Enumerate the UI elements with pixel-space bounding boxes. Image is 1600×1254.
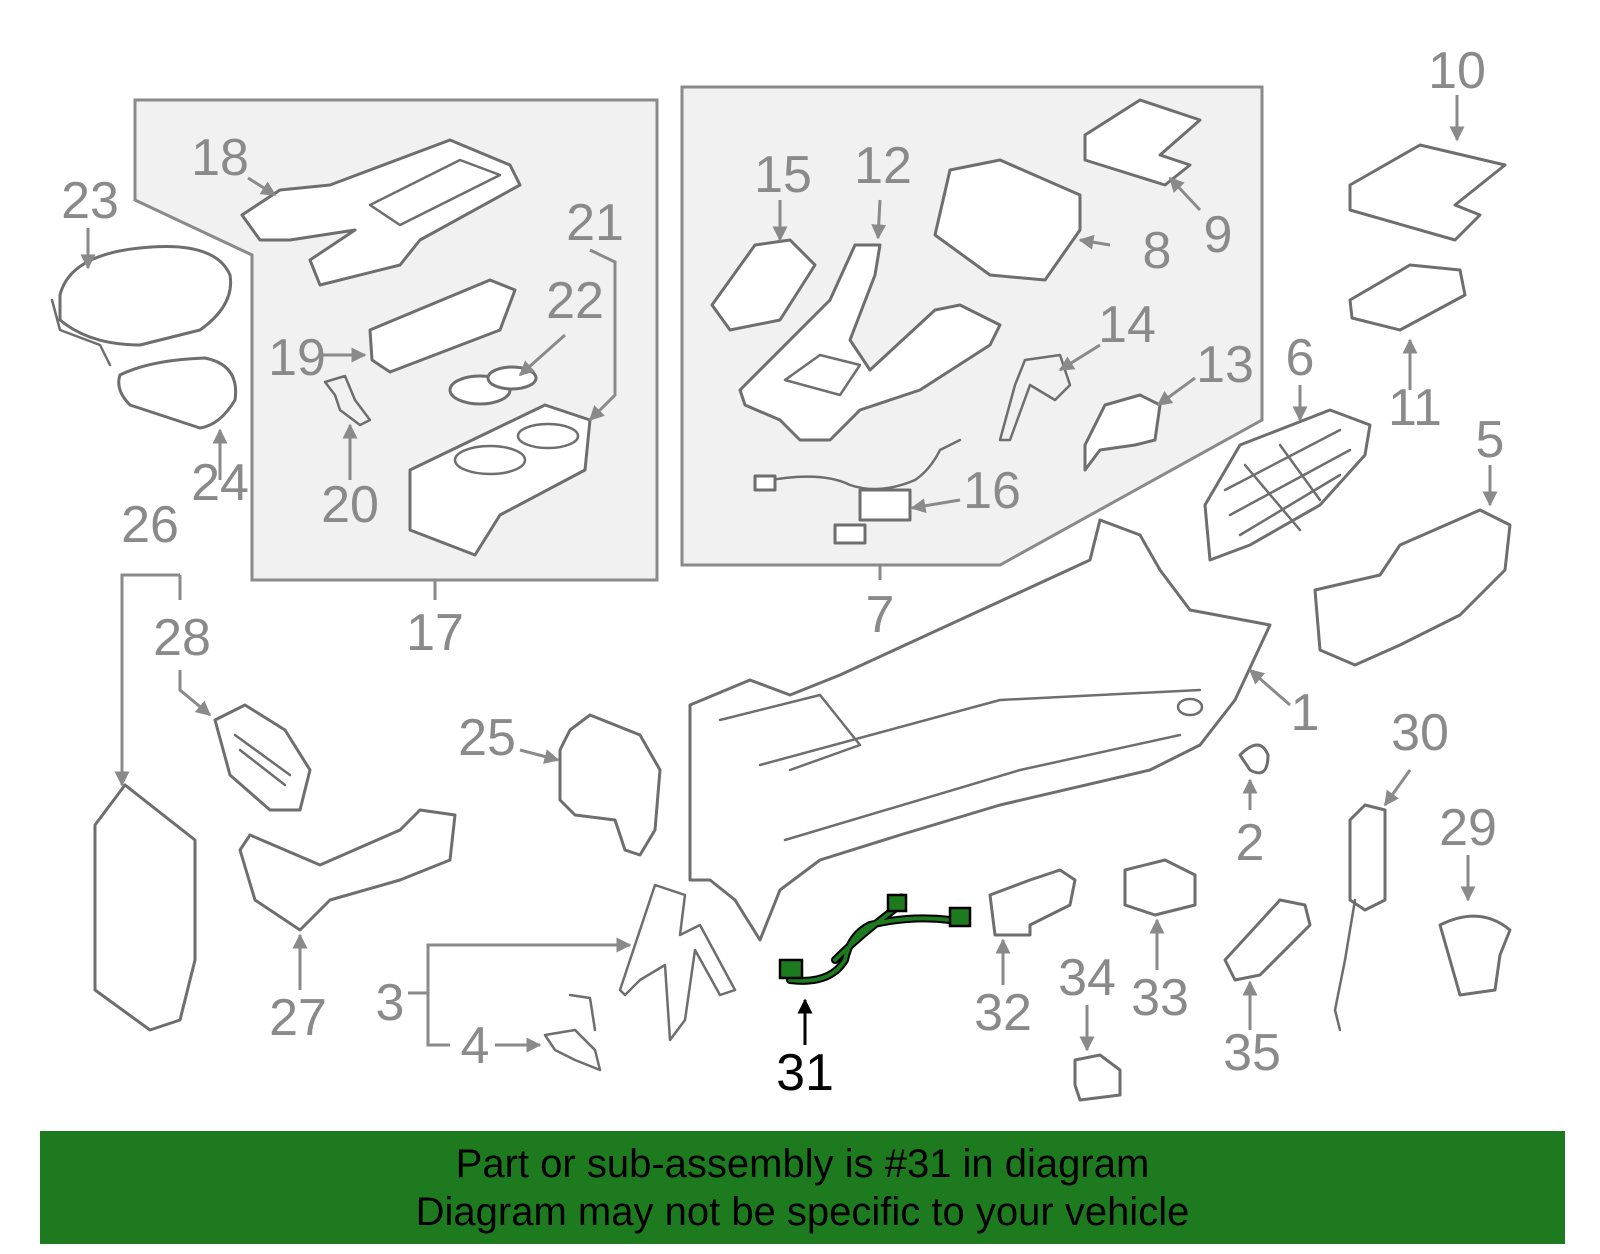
callout-19: 19 bbox=[268, 329, 326, 387]
callout-18: 18 bbox=[191, 129, 249, 187]
callout-1: 1 bbox=[1291, 684, 1320, 742]
callout-14: 14 bbox=[1098, 296, 1156, 354]
connector-33-part bbox=[1123, 858, 1197, 917]
storage-tray-part bbox=[933, 158, 1082, 282]
callout-10: 10 bbox=[1428, 42, 1486, 100]
callout-31: 31 bbox=[776, 1044, 834, 1102]
shift-boot-part bbox=[710, 238, 817, 332]
tray-mat-part bbox=[1083, 98, 1202, 187]
bracket-13-part bbox=[1083, 393, 1162, 472]
plug-2-part bbox=[1238, 743, 1270, 775]
callout-21: 21 bbox=[566, 194, 624, 252]
callout-22: 22 bbox=[546, 272, 604, 330]
info-banner: Part or sub-assembly is #31 in diagram D… bbox=[40, 1131, 1565, 1244]
duct-27-part bbox=[238, 808, 457, 932]
cupholder-part bbox=[408, 403, 592, 557]
callout-3: 3 bbox=[376, 974, 405, 1032]
mesh-panel-part bbox=[1203, 408, 1372, 562]
callout-8: 8 bbox=[1143, 222, 1172, 280]
callout-34: 34 bbox=[1058, 949, 1116, 1007]
callout-labels: 1 2 3 4 5 6 7 8 9 10 11 12 13 14 15 16 1… bbox=[61, 42, 1504, 1102]
armrest-lid-part bbox=[50, 245, 233, 367]
bracket-4-part bbox=[543, 993, 602, 1072]
banner-line-1: Part or sub-assembly is #31 in diagram bbox=[455, 1141, 1150, 1186]
mat-10-part bbox=[1348, 143, 1507, 242]
socket-32-part bbox=[988, 868, 1077, 937]
callout-13: 13 bbox=[1196, 336, 1254, 394]
callout-11: 11 bbox=[1388, 379, 1442, 437]
main-console-part bbox=[688, 518, 1272, 942]
callout-4: 4 bbox=[461, 1017, 490, 1075]
harness-31-part bbox=[778, 893, 972, 985]
bracket-part bbox=[323, 374, 372, 427]
callout-5: 5 bbox=[1476, 411, 1505, 469]
cap-29-part bbox=[1438, 914, 1512, 997]
bracket-3-part bbox=[618, 883, 737, 1042]
callout-17: 17 bbox=[406, 604, 464, 662]
connector-34-part bbox=[1073, 1053, 1122, 1102]
callout-35: 35 bbox=[1223, 1024, 1281, 1082]
callout-12: 12 bbox=[854, 137, 912, 195]
socket-30-part bbox=[1333, 803, 1387, 1032]
callout-15: 15 bbox=[754, 146, 812, 204]
leader-lines bbox=[80, 95, 1498, 1053]
callout-29: 29 bbox=[1439, 799, 1497, 857]
bracket-25-part bbox=[558, 713, 662, 857]
switch-35-part bbox=[1223, 898, 1312, 982]
pad-11-part bbox=[1348, 263, 1467, 332]
banner-line-2: Diagram may not be specific to your vehi… bbox=[415, 1189, 1190, 1234]
harness-16-part bbox=[753, 438, 962, 545]
callout-6: 6 bbox=[1286, 329, 1315, 387]
callout-27: 27 bbox=[269, 989, 327, 1047]
side-panel-part bbox=[1313, 508, 1512, 667]
armrest-pad-part bbox=[117, 356, 238, 430]
callout-9: 9 bbox=[1204, 206, 1233, 264]
callout-32: 32 bbox=[974, 984, 1032, 1042]
callout-16: 16 bbox=[963, 462, 1021, 520]
callout-2: 2 bbox=[1236, 814, 1265, 872]
callout-25: 25 bbox=[458, 709, 516, 767]
rear-panel-part bbox=[93, 783, 197, 1032]
console-upper-trim-part bbox=[240, 138, 522, 287]
vent-28-part bbox=[213, 703, 312, 812]
callout-33: 33 bbox=[1131, 969, 1189, 1027]
switch-panel-part bbox=[368, 278, 517, 374]
callout-26: 26 bbox=[121, 496, 179, 554]
callout-30: 30 bbox=[1391, 704, 1449, 762]
callout-7: 7 bbox=[866, 586, 895, 644]
callout-24: 24 bbox=[191, 454, 249, 512]
callout-23: 23 bbox=[61, 172, 119, 230]
callout-20: 20 bbox=[321, 476, 379, 534]
center-trim-part bbox=[738, 243, 1002, 442]
callout-28: 28 bbox=[153, 609, 211, 667]
